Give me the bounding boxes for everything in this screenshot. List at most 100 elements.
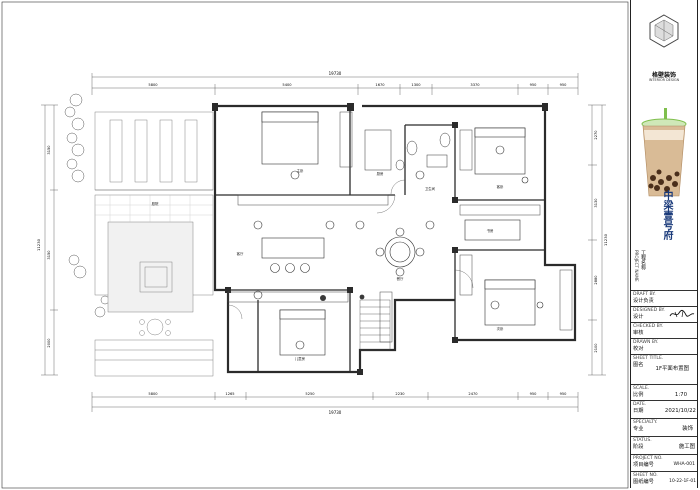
brand-logo-icon — [649, 14, 679, 48]
date-en: DATE. — [633, 402, 647, 407]
right-total-dimension: 11230 — [603, 233, 608, 246]
divider — [631, 454, 697, 455]
date-value: 2021/10/22 — [664, 408, 696, 414]
scale-cn: 比例 — [633, 392, 644, 398]
title-block: 格壁装饰 INTERIOR DESIGN 中梁壹号府 PROJECT NAME … — [630, 0, 698, 488]
floor-plan: 19730 5800 5400 1670 1300 3370 950 950 5… — [1, 1, 629, 489]
top-dim-1: 5800 — [148, 83, 158, 87]
garden-hatch — [95, 195, 213, 222]
project-name-cn-label: 工程名称 — [640, 250, 646, 270]
right-dimension-chain — [588, 104, 606, 376]
status-row: STATUS. 阶段 施工图 — [633, 438, 697, 450]
drawn-by-row: DRAWN BY. 校对 — [633, 340, 697, 352]
divider — [631, 384, 697, 385]
status-value: 施工图 — [678, 444, 695, 450]
left-dimension-chain — [41, 104, 58, 376]
specialty-cn: 专业 — [633, 426, 644, 432]
project-no-row: PROJECT NO. 项目编号 WHA-001 — [633, 456, 697, 468]
project-name-en-label: PROJECT NAME — [634, 250, 639, 282]
right-dim-3: 2880 — [594, 275, 598, 285]
checked-by-en: CHECKED BY. — [633, 324, 663, 329]
plant-accents — [320, 294, 365, 301]
scale-en: SCALE. — [633, 386, 650, 391]
drawn-by-cn: 校对 — [633, 346, 644, 352]
right-dim-2: 3130 — [594, 198, 598, 208]
designed-by-en: DESIGNED BY. — [633, 308, 665, 313]
sheet-no-value: 10-22-1F-01 — [669, 479, 696, 484]
divider — [631, 400, 697, 401]
project-title: 中梁壹号府 — [661, 190, 672, 240]
beds — [261, 111, 536, 356]
room-label-master-bedroom: 主卧 — [297, 168, 304, 173]
round-fixtures — [253, 145, 544, 350]
room-label-study: 书房 — [487, 228, 494, 233]
courtyard-garden — [94, 111, 214, 377]
divider — [631, 290, 697, 291]
sheet-title-en: SHEET TITLE. — [633, 356, 664, 361]
sheet-no-cn: 图纸编号 — [633, 479, 654, 485]
project-no-value: WHA-001 — [673, 462, 695, 467]
designed-by-cn: 设计 — [633, 314, 644, 320]
left-total-dimension: 11230 — [36, 238, 41, 251]
sheet-title-value: 1F平面布置图 — [655, 366, 689, 372]
bottom-dim-7: 950 — [560, 392, 568, 396]
bottom-dim-6: 950 — [530, 392, 538, 396]
checked-by-cn: 审核 — [633, 330, 644, 336]
date-cn: 日期 — [633, 408, 644, 414]
date-row: DATE. 日期 2021/10/22 — [633, 402, 697, 414]
specialty-en: SPECIALTY. — [633, 420, 658, 425]
bottom-dim-4: 2230 — [395, 392, 405, 396]
top-dim-6: 950 — [530, 83, 538, 87]
room-label-guest-bedroom: 客卧 — [497, 184, 504, 189]
top-dim-7: 950 — [560, 83, 568, 87]
right-dim-4: 2100 — [594, 343, 598, 353]
top-dim-5: 3370 — [470, 83, 480, 87]
draft-by-row: DRAFT BY. 设计负责 — [633, 292, 697, 304]
scale-value: 1:70 — [674, 392, 687, 398]
kitchen-island — [261, 237, 325, 273]
room-label-second-bedroom: 次卧 — [497, 326, 504, 331]
top-total-dimension: 19730 — [329, 71, 342, 76]
bottom-total-dimension: 19730 — [329, 410, 342, 415]
divider — [631, 338, 697, 339]
divider — [631, 418, 697, 419]
top-dim-2: 5400 — [282, 83, 292, 87]
room-label-courtyard: 庭院 — [152, 201, 159, 206]
staircase — [359, 299, 391, 351]
door-swings — [227, 179, 474, 320]
bottom-dimension-chain — [91, 392, 579, 412]
bubble-tea-cup-icon — [641, 108, 687, 197]
project-no-en: PROJECT NO. — [633, 456, 663, 461]
left-dim-1: 3150 — [47, 145, 51, 155]
room-label-living: 客厅 — [237, 251, 244, 256]
sheet-no-en: SHEET NO. — [633, 473, 658, 478]
sheet-title-cn: 图名 — [633, 362, 644, 368]
left-dim-2: 3150 — [47, 250, 51, 260]
sheet-title-row: SHEET TITLE. 图名 1F平面布置图 — [633, 356, 697, 372]
dining-table — [375, 227, 425, 277]
bottom-dim-5: 2470 — [468, 392, 478, 396]
bottom-dim-2: 1265 — [225, 392, 234, 396]
bathroom-fixtures — [364, 129, 451, 171]
top-dim-4: 1300 — [411, 83, 421, 87]
divider — [631, 471, 697, 472]
bottom-dim-1: 5800 — [148, 392, 158, 396]
divider — [631, 322, 697, 323]
room-label-dining: 餐厅 — [397, 276, 404, 281]
top-dimension-chain — [91, 73, 579, 95]
sheet-no-row: SHEET NO. 图纸编号 10-22-1F-01 — [633, 473, 697, 485]
right-dim-1: 2270 — [594, 130, 598, 140]
specialty-row: SPECIALTY. 专业 装饰 — [633, 420, 697, 432]
status-en: STATUS. — [633, 438, 652, 443]
divider — [631, 436, 697, 437]
scale-row: SCALE. 比例 1:70 — [633, 386, 697, 398]
room-label-kids-room: 儿童房 — [295, 356, 306, 361]
left-dim-3: 2000 — [47, 338, 51, 348]
divider — [631, 354, 697, 355]
room-label-kitchen: 厨房 — [377, 171, 384, 176]
specialty-value: 装饰 — [682, 426, 693, 432]
designed-by-row: DESIGNED BY. 设计 — [633, 308, 697, 320]
designer-signature-icon — [669, 309, 695, 318]
sheet-border — [1, 1, 629, 489]
